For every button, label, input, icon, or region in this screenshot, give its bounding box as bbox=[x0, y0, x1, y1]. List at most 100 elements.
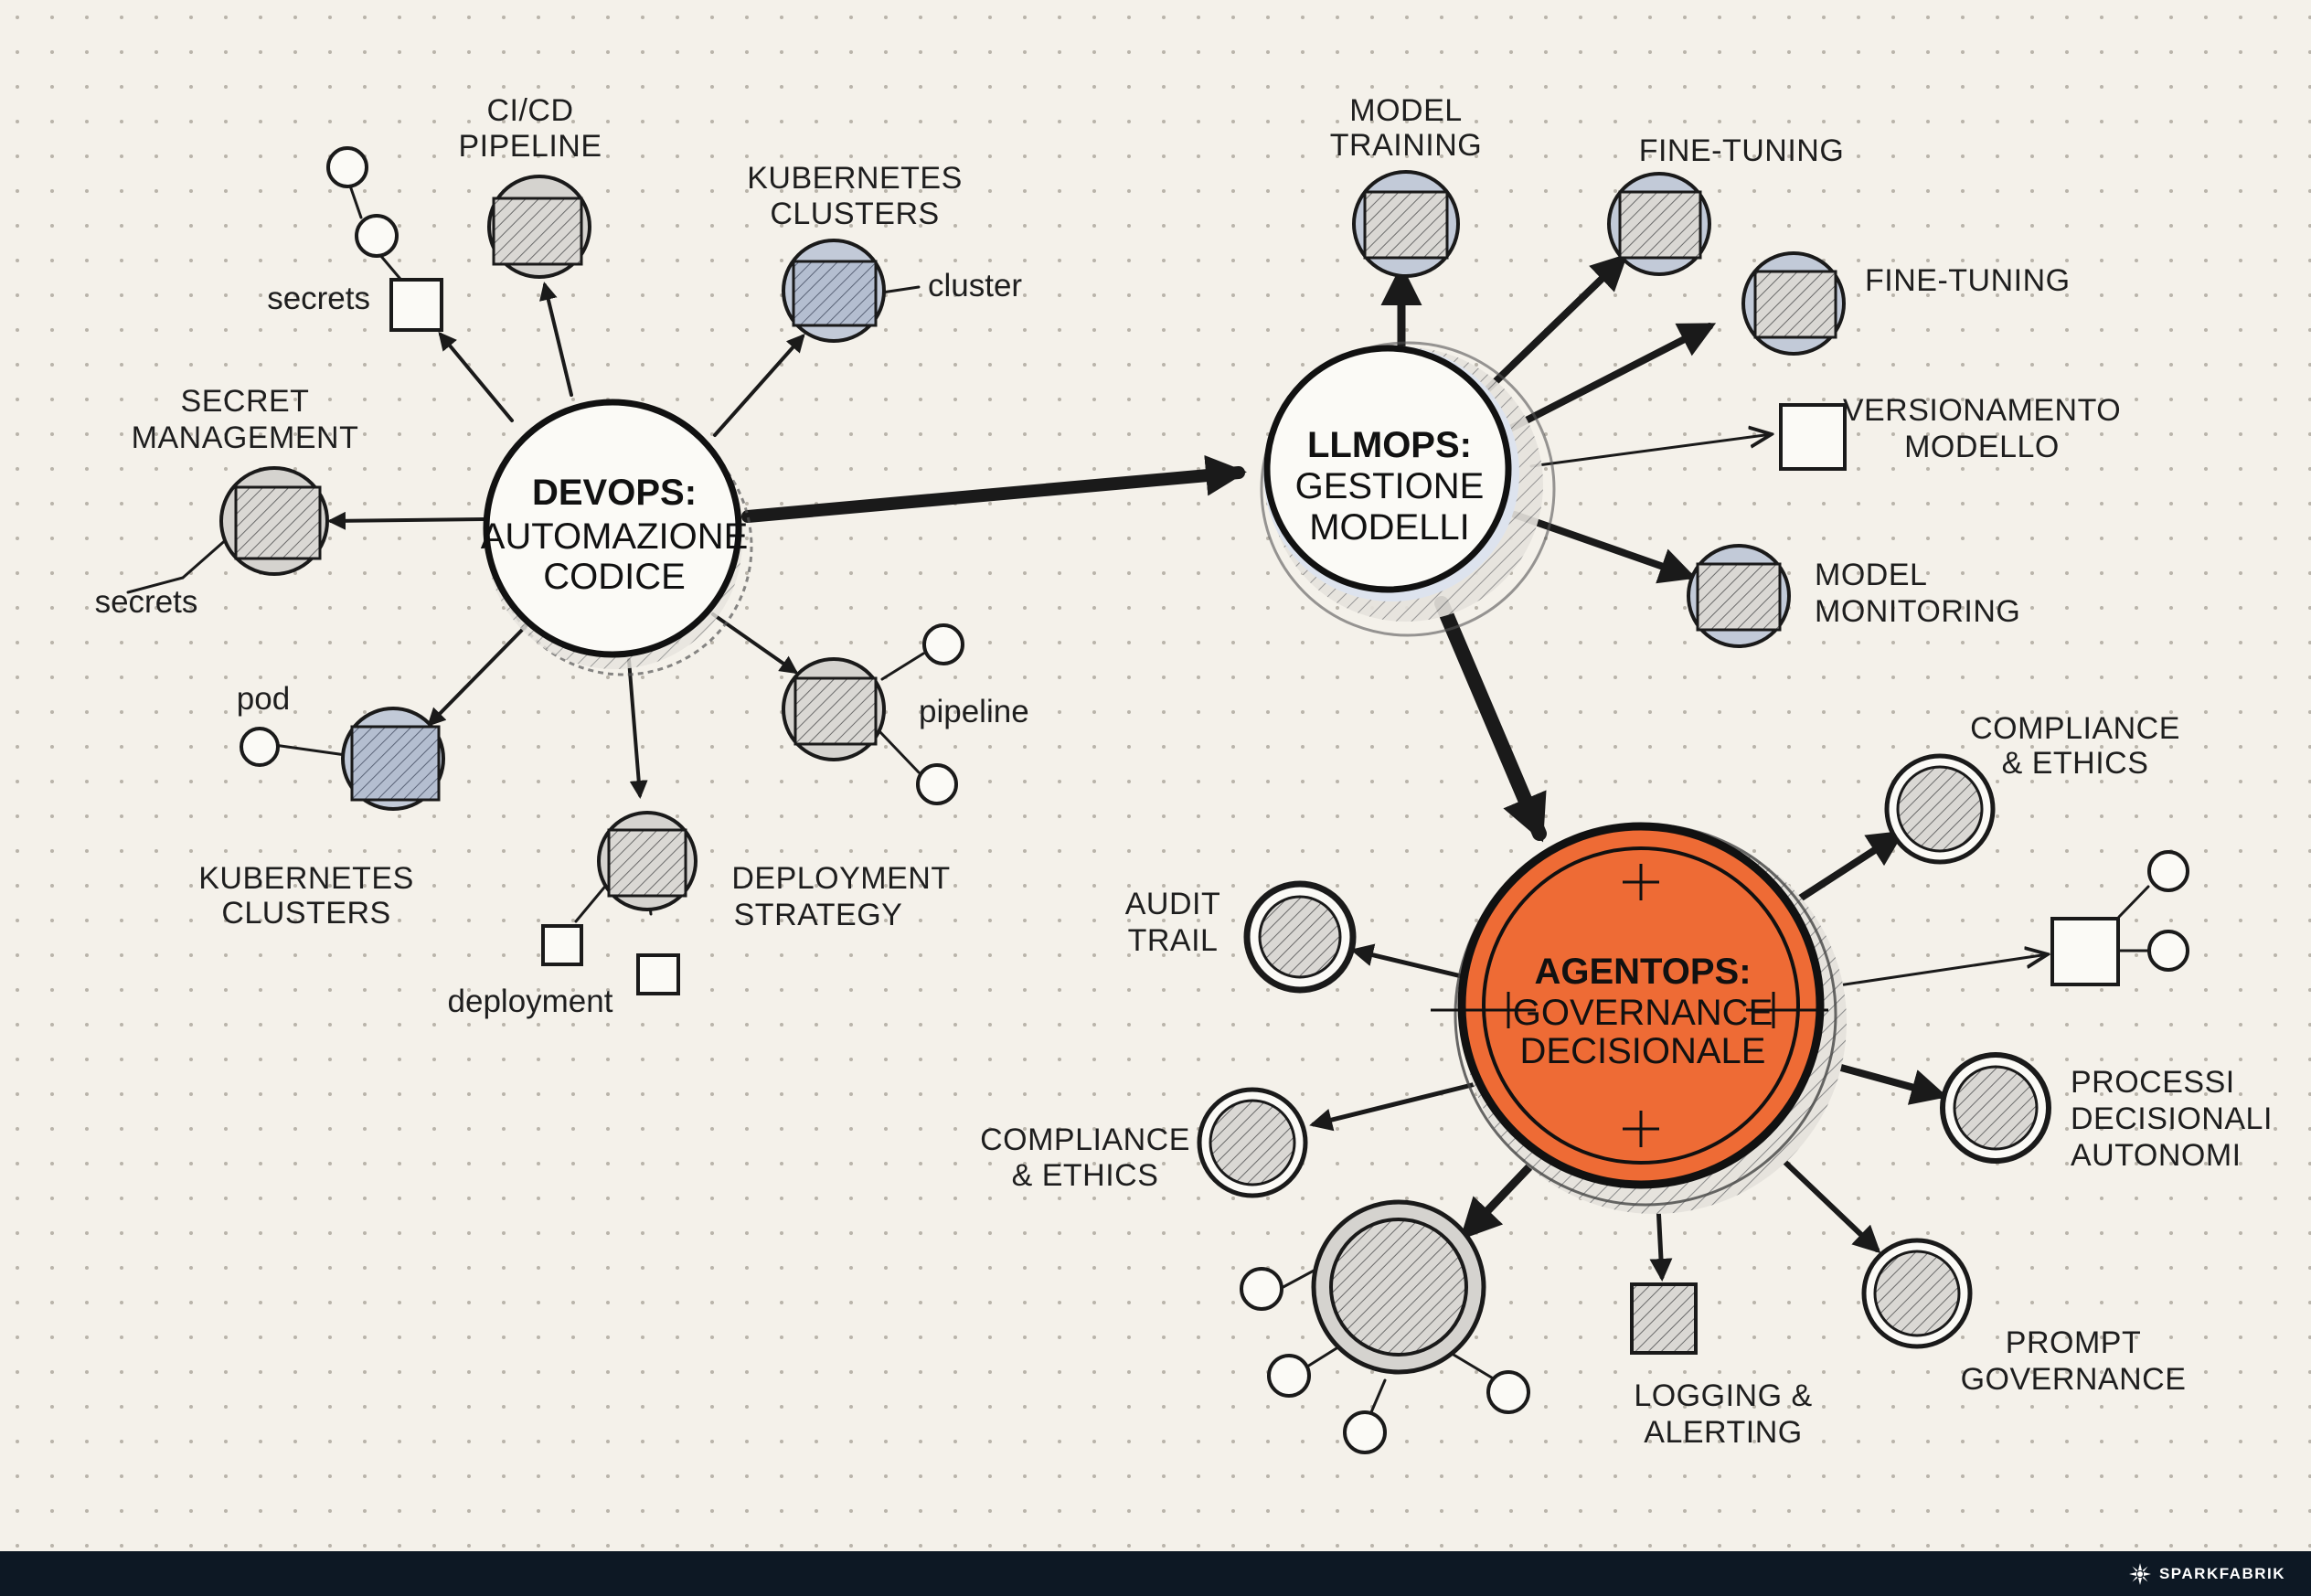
llmops-hub-line1: GESTIONE bbox=[1295, 466, 1485, 506]
footer-bar: SPARKFABRIK bbox=[0, 1551, 2311, 1596]
secrets-square bbox=[389, 278, 443, 332]
compliance-left-label-2: & ETHICS bbox=[1012, 1158, 1159, 1193]
kubernetes-top-label-1: KUBERNETES bbox=[747, 161, 963, 196]
kubernetes-bottom-label-1: KUBERNETES bbox=[198, 861, 414, 896]
deployment-square-2 bbox=[636, 953, 680, 995]
agentops-hub[interactable]: AGENTOPS: GOVERNANCE DECISIONALE bbox=[1431, 822, 1847, 1214]
node-model-monitoring[interactable]: MODEL MONITORING bbox=[1687, 544, 2020, 648]
secrets-top-annotation: secrets bbox=[267, 281, 370, 316]
secrets-circle-2 bbox=[355, 214, 399, 258]
fine-tuning-2-label: FINE-TUNING bbox=[1865, 263, 2071, 298]
node-audit-trail[interactable]: AUDIT TRAIL bbox=[1125, 880, 1357, 994]
branch-checklist-1 bbox=[2117, 885, 2150, 919]
cicd-label-1: CI/CD bbox=[486, 93, 573, 128]
connectors bbox=[126, 165, 2150, 1414]
prompt-governance-label-2: GOVERNANCE bbox=[1961, 1362, 2187, 1397]
pod-circle bbox=[240, 727, 280, 767]
node-fine-tuning-1[interactable]: FINE-TUNING bbox=[1607, 133, 1845, 276]
compliance-top-label-1: COMPLIANCE bbox=[1970, 711, 2180, 746]
node-kubernetes-bottom[interactable]: pod KUBERNETES CLUSTERS bbox=[198, 681, 445, 931]
processi-label-1: PROCESSI bbox=[2071, 1065, 2235, 1100]
arrow-to-compliance-top bbox=[1786, 830, 1905, 909]
model-monitoring-label-1: MODEL bbox=[1815, 558, 1927, 592]
pipeline-circle-2 bbox=[916, 763, 958, 805]
arrow-to-versionamento bbox=[1529, 434, 1772, 468]
logging-label-1: LOGGING & bbox=[1634, 1378, 1812, 1413]
node-unnamed-cluster[interactable] bbox=[1240, 1199, 1530, 1454]
node-compliance-top[interactable]: COMPLIANCE & ETHICS bbox=[1884, 711, 2180, 865]
devops-hub[interactable]: DEVOPS: AUTOMAZIONE CODICE bbox=[481, 399, 753, 676]
ops-evolution-diagram: DEVOPS: AUTOMAZIONE CODICE LLMOPS: GESTI… bbox=[0, 0, 2311, 1551]
pipeline-annotation: pipeline bbox=[919, 694, 1029, 729]
agentops-hub-line2: DECISIONALE bbox=[1520, 1031, 1766, 1071]
model-training-label-2: TRAINING bbox=[1330, 128, 1482, 163]
llmops-hub-title: LLMOPS: bbox=[1307, 425, 1472, 465]
branch-unnamed-4 bbox=[1369, 1378, 1387, 1414]
cicd-label-2: PIPELINE bbox=[458, 129, 602, 164]
secret-management-annotation: secrets bbox=[95, 584, 198, 620]
arrow-to-deployment-strategy bbox=[627, 658, 648, 799]
node-cicd[interactable]: CI/CD PIPELINE bbox=[458, 93, 602, 279]
arrow-to-kubernetes-bottom bbox=[427, 620, 532, 727]
arrow-to-secret-management bbox=[327, 511, 486, 530]
branch-pipeline-2 bbox=[878, 729, 921, 774]
arrow-to-audit-trail bbox=[1350, 943, 1472, 981]
node-processi[interactable]: PROCESSI DECISIONALI AUTONOMI bbox=[1940, 1052, 2273, 1173]
brand-name: SPARKFABRIK bbox=[2158, 1565, 2285, 1582]
branch-secret-management bbox=[181, 536, 230, 580]
node-checklist[interactable] bbox=[2050, 850, 2189, 986]
pipeline-circle-1 bbox=[922, 623, 964, 665]
node-compliance-left[interactable]: COMPLIANCE & ETHICS bbox=[980, 1087, 1308, 1198]
node-model-training[interactable]: MODEL TRAINING bbox=[1330, 93, 1482, 278]
sparkfabrik-logo-icon bbox=[2128, 1563, 2151, 1585]
kubernetes-bottom-annotation: pod bbox=[237, 681, 290, 717]
devops-hub-line1: AUTOMAZIONE bbox=[481, 516, 749, 557]
deployment-strategy-label-1: DEPLOYMENT bbox=[731, 861, 950, 896]
crosshair-marks bbox=[1431, 864, 1828, 1147]
devops-hub-title: DEVOPS: bbox=[532, 473, 697, 513]
secret-management-label-1: SECRET bbox=[181, 384, 310, 419]
node-fine-tuning-2[interactable]: FINE-TUNING bbox=[1741, 251, 2071, 356]
versionamento-label-1: VERSIONAMENTO bbox=[1843, 393, 2121, 428]
logging-label-2: ALERTING bbox=[1644, 1415, 1802, 1450]
audit-trail-label-2: TRAIL bbox=[1128, 923, 1219, 958]
node-kubernetes-top[interactable]: KUBERNETES CLUSTERS cluster bbox=[747, 161, 1022, 343]
node-pipeline[interactable]: pipeline bbox=[782, 623, 1029, 805]
branch-cluster bbox=[880, 285, 921, 294]
node-versionamento[interactable]: VERSIONAMENTO MODELLO bbox=[1779, 393, 2121, 471]
arrow-to-checklist-square bbox=[1825, 954, 2048, 989]
model-training-label-1: MODEL bbox=[1349, 93, 1462, 128]
node-prompt-governance[interactable]: PROMPT GOVERNANCE bbox=[1861, 1238, 2187, 1397]
brand-badge[interactable]: SPARKFABRIK bbox=[2128, 1562, 2285, 1586]
kubernetes-top-annotation: cluster bbox=[928, 268, 1022, 303]
arrow-to-secrets-square bbox=[438, 331, 514, 422]
secrets-circle-1 bbox=[326, 146, 368, 188]
llmops-hub-line2: MODELLI bbox=[1309, 507, 1470, 548]
node-secrets-chain[interactable]: secrets bbox=[267, 146, 443, 332]
deployment-strategy-label-2: STRATEGY bbox=[734, 898, 903, 932]
compliance-top-label-2: & ETHICS bbox=[2002, 746, 2149, 781]
branch-pipeline-1 bbox=[880, 652, 925, 681]
audit-trail-label-1: AUDIT bbox=[1125, 887, 1221, 921]
versionamento-label-2: MODELLO bbox=[1904, 430, 2060, 464]
node-logging[interactable]: LOGGING & ALERTING bbox=[1630, 1282, 1813, 1450]
processi-label-3: AUTONOMI bbox=[2071, 1138, 2242, 1173]
node-secret-management[interactable]: SECRET MANAGEMENT secrets bbox=[95, 384, 359, 620]
llmops-hub[interactable]: LLMOPS: GESTIONE MODELLI bbox=[1260, 341, 1556, 637]
arrow-to-fine-tuning-1 bbox=[1482, 253, 1628, 395]
arrow-to-fine-tuning-2 bbox=[1505, 323, 1717, 433]
arrow-to-compliance-left bbox=[1309, 1080, 1482, 1132]
arrow-devops-to-llmops bbox=[741, 454, 1247, 523]
prompt-governance-label-1: PROMPT bbox=[2006, 1325, 2141, 1360]
fine-tuning-1-label: FINE-TUNING bbox=[1639, 133, 1845, 168]
processi-label-2: DECISIONALI bbox=[2071, 1101, 2273, 1136]
model-monitoring-label-2: MONITORING bbox=[1815, 594, 2020, 629]
agentops-hub-line1: GOVERNANCE bbox=[1513, 993, 1773, 1033]
arrow-to-cicd bbox=[539, 282, 573, 397]
kubernetes-bottom-label-2: CLUSTERS bbox=[221, 896, 390, 931]
arrow-to-kubernetes-top bbox=[713, 334, 805, 437]
deployment-annotation: deployment bbox=[448, 984, 613, 1019]
arrow-llmops-to-agentops bbox=[1434, 596, 1547, 843]
node-deployment-strategy[interactable]: DEPLOYMENT STRATEGY deployment bbox=[448, 811, 951, 1019]
